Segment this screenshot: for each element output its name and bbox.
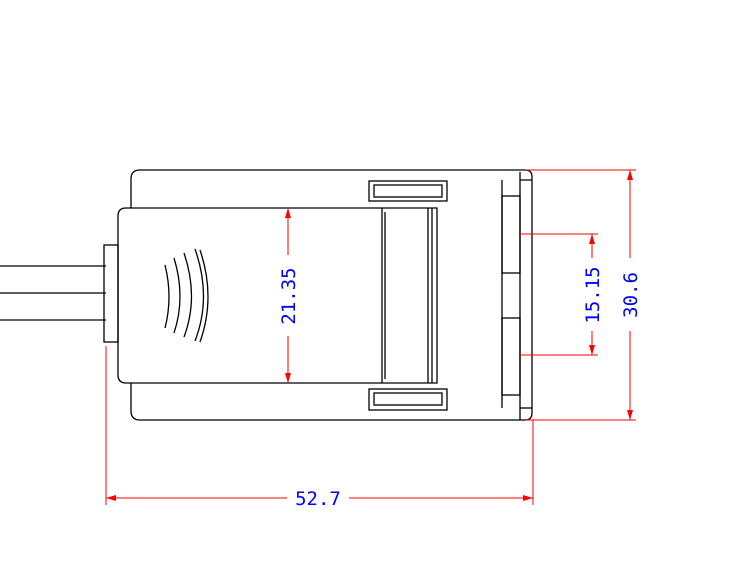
dimension-label-inner-height: 21.35 bbox=[278, 267, 300, 324]
top-latch-tab bbox=[368, 180, 448, 202]
dimension-inner-height: 21.35 bbox=[278, 208, 300, 383]
strain-relief bbox=[103, 244, 119, 343]
dimension-label-overall-length: 52.7 bbox=[295, 488, 341, 510]
dimension-label-overall-height: 30.6 bbox=[620, 272, 642, 318]
bottom-latch-tab bbox=[368, 388, 448, 411]
dimension-overall-length: 52.7 bbox=[105, 346, 534, 510]
grip-ridges bbox=[164, 248, 209, 343]
dimension-overall-height: 30.6 bbox=[526, 169, 642, 421]
latch-slot bbox=[381, 207, 438, 384]
dimension-contact-span: 15.15 bbox=[520, 233, 604, 356]
connector-body bbox=[117, 169, 533, 421]
contact-block bbox=[501, 172, 532, 420]
cable-leads bbox=[0, 265, 106, 321]
dimension-label-contact-span: 15.15 bbox=[582, 266, 604, 323]
